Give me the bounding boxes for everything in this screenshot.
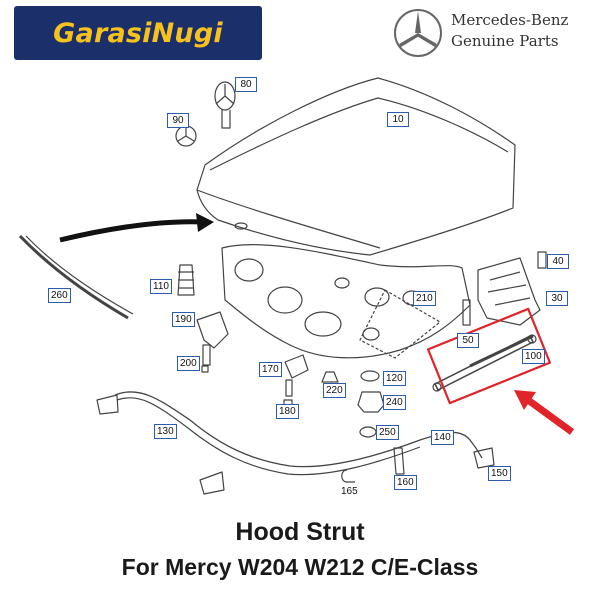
brand-block: Mercedes-Benz Genuine Parts	[451, 10, 568, 52]
brand-name: Mercedes-Benz	[451, 11, 569, 29]
caption: Hood Strut For Mercy W204 W212 C/E-Class	[0, 515, 600, 585]
part-label-90: 90	[167, 113, 189, 128]
brand-tagline: Genuine Parts	[451, 32, 559, 50]
part-label-210: 210	[413, 291, 436, 306]
part-label-250: 250	[376, 425, 399, 440]
release-cable	[114, 391, 483, 468]
caption-title: Hood Strut	[235, 518, 365, 546]
part-label-10: 10	[387, 112, 409, 127]
hood-panel	[196, 77, 516, 256]
strut-pointer-arrow	[525, 397, 575, 435]
part-label-30: 30	[546, 291, 568, 306]
part-label-240: 240	[383, 395, 406, 410]
hood-inner-frame	[221, 244, 471, 359]
shop-logo-text: GarasiNugi	[53, 17, 223, 49]
part-label-160: 160	[394, 475, 417, 490]
part-label-140: 140	[431, 430, 454, 445]
star-emblem	[214, 81, 236, 111]
hood-seal-strip	[18, 234, 129, 320]
part-label-100: 100	[522, 349, 545, 364]
shop-logo: GarasiNugi	[14, 6, 262, 60]
part-label-130: 130	[154, 424, 177, 439]
part-label-110: 110	[150, 279, 172, 294]
part-label-50: 50	[457, 333, 479, 348]
part-label-150: 150	[488, 466, 511, 481]
part-label-165: 165	[341, 486, 358, 497]
part-label-190: 190	[172, 312, 195, 327]
part-label-180: 180	[276, 404, 299, 419]
part-label-220: 220	[323, 383, 346, 398]
part-label-40: 40	[547, 254, 569, 269]
hood-pointer-arrow	[59, 219, 206, 243]
part-label-120: 120	[383, 371, 406, 386]
part-label-260: 260	[48, 288, 71, 303]
hood-latch	[477, 257, 541, 326]
caption-subtitle: For Mercy W204 W212 C/E-Class	[121, 554, 479, 580]
part-label-80: 80	[235, 77, 257, 92]
part-label-200: 200	[177, 356, 200, 371]
strut-highlight-box	[426, 307, 552, 405]
part-label-170: 170	[259, 362, 282, 377]
three-pointed-star-icon	[394, 9, 442, 57]
